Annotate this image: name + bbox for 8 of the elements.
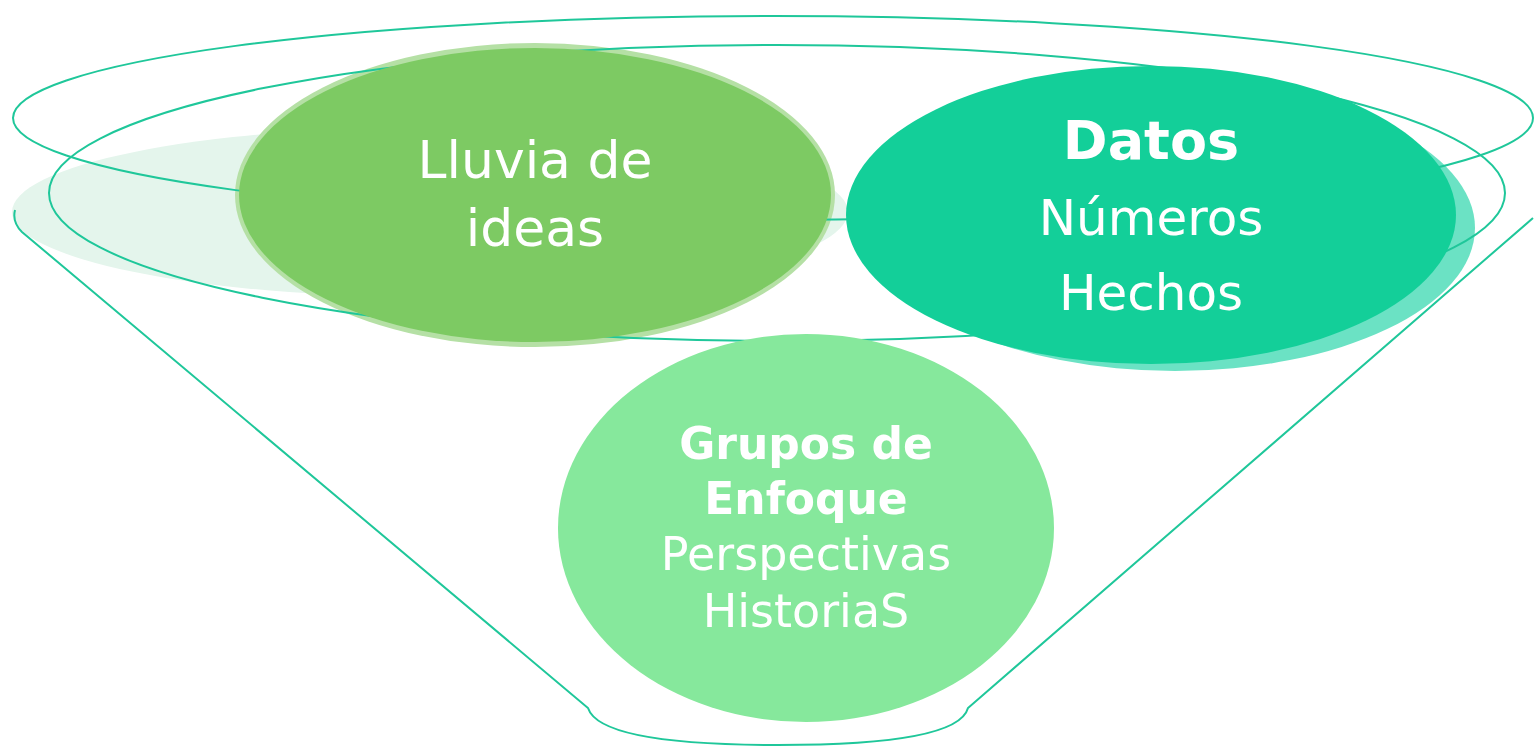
node-title: Datos: [1062, 107, 1240, 174]
node-title: Grupos de Enfoque: [678, 416, 934, 526]
ellipse-node: [557, 333, 1055, 723]
ellipse-node: [845, 65, 1457, 365]
ellipse-node: [238, 47, 832, 343]
node-text: Perspectivas HistoriaS: [659, 525, 953, 640]
node-text: Números Hechos: [1037, 187, 1265, 324]
node-text: Lluvia de ideas: [416, 129, 654, 260]
